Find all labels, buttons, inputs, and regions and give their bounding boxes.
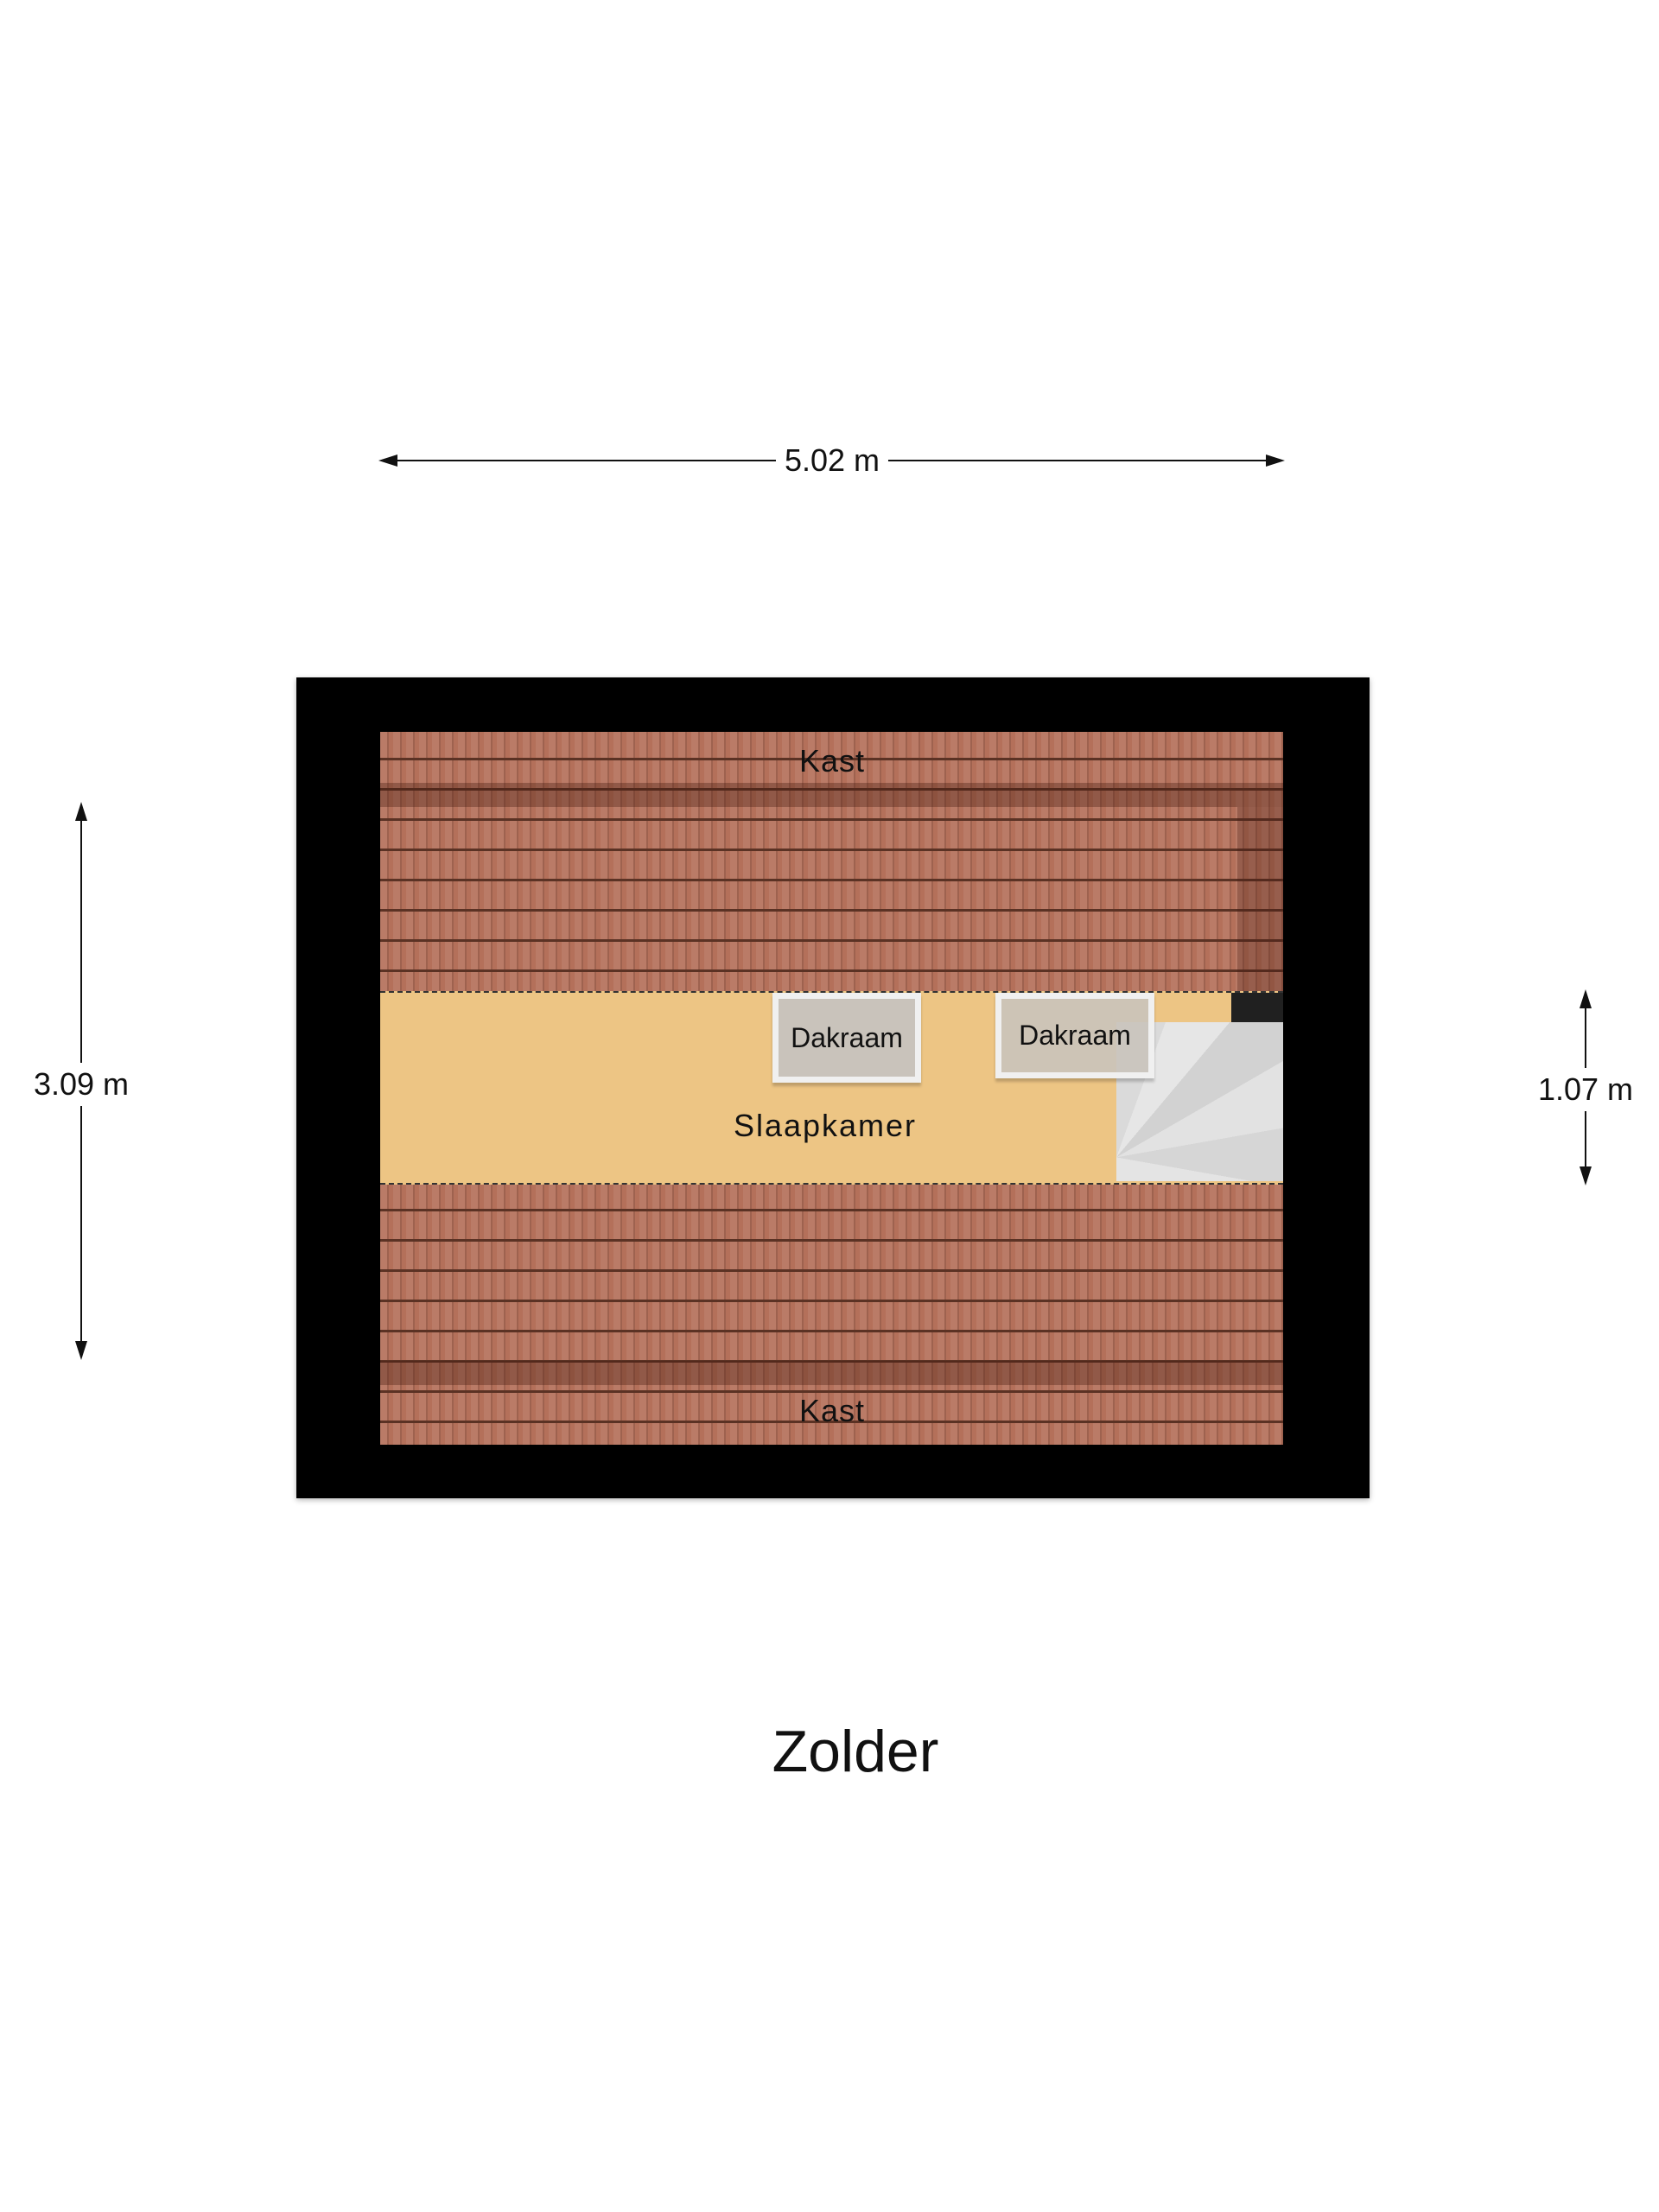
height-label: 3.09 m xyxy=(29,1063,133,1106)
floor-title: Zolder xyxy=(772,1719,939,1784)
roof-bottom xyxy=(380,1183,1283,1445)
skylight-1: Dakraam xyxy=(772,993,921,1083)
arrow-up-icon xyxy=(1580,989,1592,1008)
arrow-down-icon xyxy=(1580,1166,1592,1185)
arrow-down-icon xyxy=(75,1341,87,1360)
chimney xyxy=(1231,993,1283,1024)
roof-top xyxy=(380,732,1283,993)
closet-bottom-label: Kast xyxy=(798,1393,866,1428)
arrow-right-icon xyxy=(1266,454,1285,467)
bedroom-label: Slaapkamer xyxy=(733,1108,918,1143)
skylight-1-label: Dakraam xyxy=(791,1021,903,1053)
closet-bottom-shade xyxy=(380,1361,1283,1385)
roof-right-shade xyxy=(1237,807,1283,993)
closet-top-shade xyxy=(380,783,1283,807)
skylight-2-label: Dakraam xyxy=(1019,1020,1131,1051)
closet-top-label: Kast xyxy=(798,743,866,779)
skylight-2: Dakraam xyxy=(995,993,1154,1078)
arrow-left-icon xyxy=(378,454,397,467)
room-height-label: 1.07 m xyxy=(1534,1068,1637,1111)
arrow-up-icon xyxy=(75,802,87,821)
width-label: 5.02 m xyxy=(775,442,889,479)
